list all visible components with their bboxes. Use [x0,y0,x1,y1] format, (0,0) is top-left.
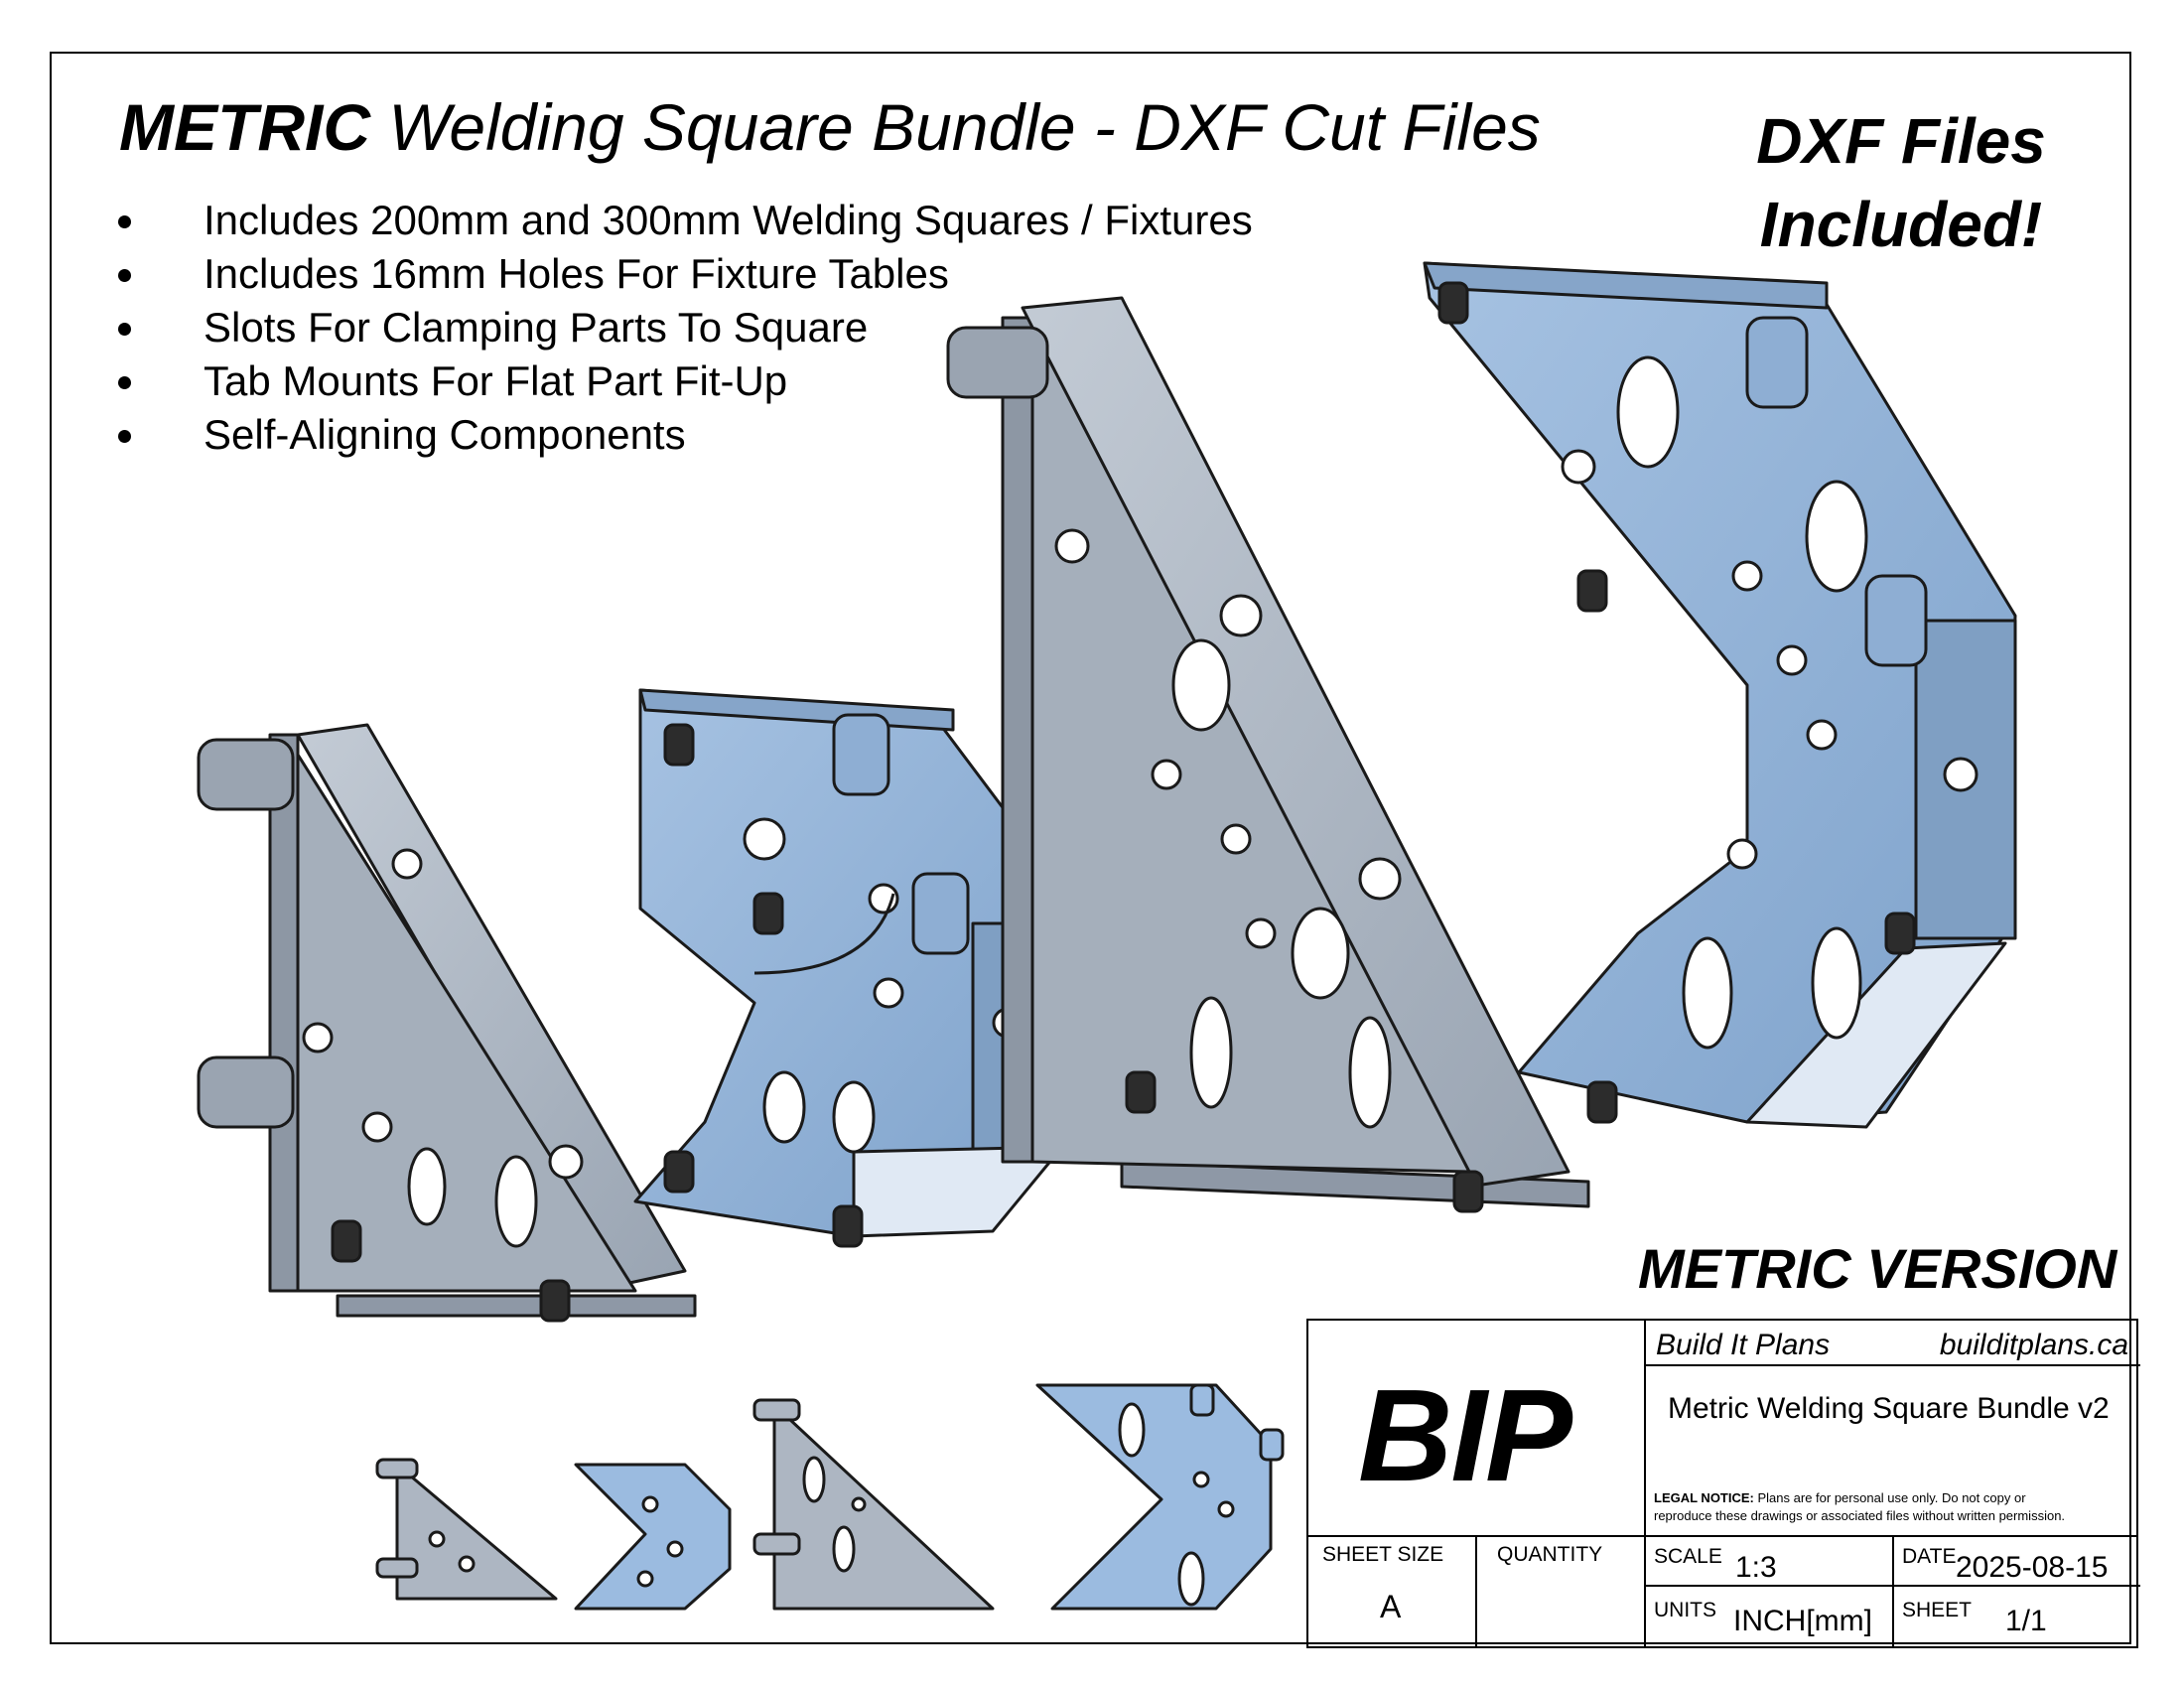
company-website: builditplans.ca [1939,1329,2128,1361]
bullet-icon [118,430,131,443]
sheet-label: SHEET [1902,1599,1973,1621]
bullet-icon [118,215,131,228]
drawing-border [50,52,2131,1644]
flat-part-thumbnails [375,1383,1285,1611]
title-block-divider [1644,1321,1646,1648]
legal-text-line-1: Plans are for personal use only. Do not … [1757,1490,2026,1505]
sheet-value: 1/1 [2005,1605,2047,1637]
large-blue-square-render [1423,261,2017,1129]
title-block-divider [1644,1364,2140,1366]
small-blue-square-render [633,688,1069,1248]
title-bold-word: METRIC [119,90,370,164]
title-block-divider [1308,1535,2138,1537]
title-rest: Welding Square Bundle - DXF Cut Files [388,90,1541,164]
bullet-icon [118,269,131,282]
feature-list: Includes 200mm and 300mm Welding Squares… [104,194,1253,462]
page-title: METRIC Welding Square Bundle - DXF Cut F… [119,94,1541,160]
legal-notice: LEGAL NOTICE: Plans are for personal use… [1654,1489,2065,1525]
units-label: UNITS [1654,1599,1716,1621]
title-block-divider [1475,1535,1477,1648]
units-value: INCH[mm] [1733,1605,1872,1637]
small-gray-square-render [197,723,697,1323]
feature-item: Slots For Clamping Parts To Square [104,301,1253,354]
bullet-icon [118,376,131,389]
legal-text-line-2: reproduce these drawings or associated f… [1654,1508,2066,1523]
date-label: DATE [1902,1545,1957,1568]
feature-item: Includes 16mm Holes For Fixture Tables [104,247,1253,301]
sheet-size-label: SHEET SIZE [1322,1543,1444,1566]
title-block-divider [1644,1585,2140,1587]
badge-line-1: DXF Files [1756,105,2046,177]
bip-logo: BIP [1358,1362,1572,1508]
company-name: Build It Plans [1656,1329,1831,1361]
large-gray-square-render [946,296,1590,1213]
quantity-label: QUANTITY [1497,1543,1603,1566]
drawing-title: Metric Welding Square Bundle v2 [1668,1392,2110,1425]
feature-item: Includes 200mm and 300mm Welding Squares… [104,194,1253,247]
bullet-icon [118,323,131,336]
title-block-divider [1892,1535,1894,1648]
date-value: 2025-08-15 [1956,1551,2109,1584]
badge-line-2: Included! [1759,189,2043,260]
scale-value: 1:3 [1735,1551,1777,1584]
metric-version-label: METRIC VERSION [1638,1237,2117,1300]
scale-label: SCALE [1654,1545,1722,1568]
feature-item: Self-Aligning Components [104,408,1253,462]
legal-heading: LEGAL NOTICE: [1654,1490,1754,1505]
dxf-files-badge: DXF Files Included! [1752,99,2050,266]
feature-item: Tab Mounts For Flat Part Fit-Up [104,354,1253,408]
title-block: BIP Build It Plans builditplans.ca Metri… [1306,1319,2140,1648]
sheet-size-value: A [1380,1589,1402,1624]
